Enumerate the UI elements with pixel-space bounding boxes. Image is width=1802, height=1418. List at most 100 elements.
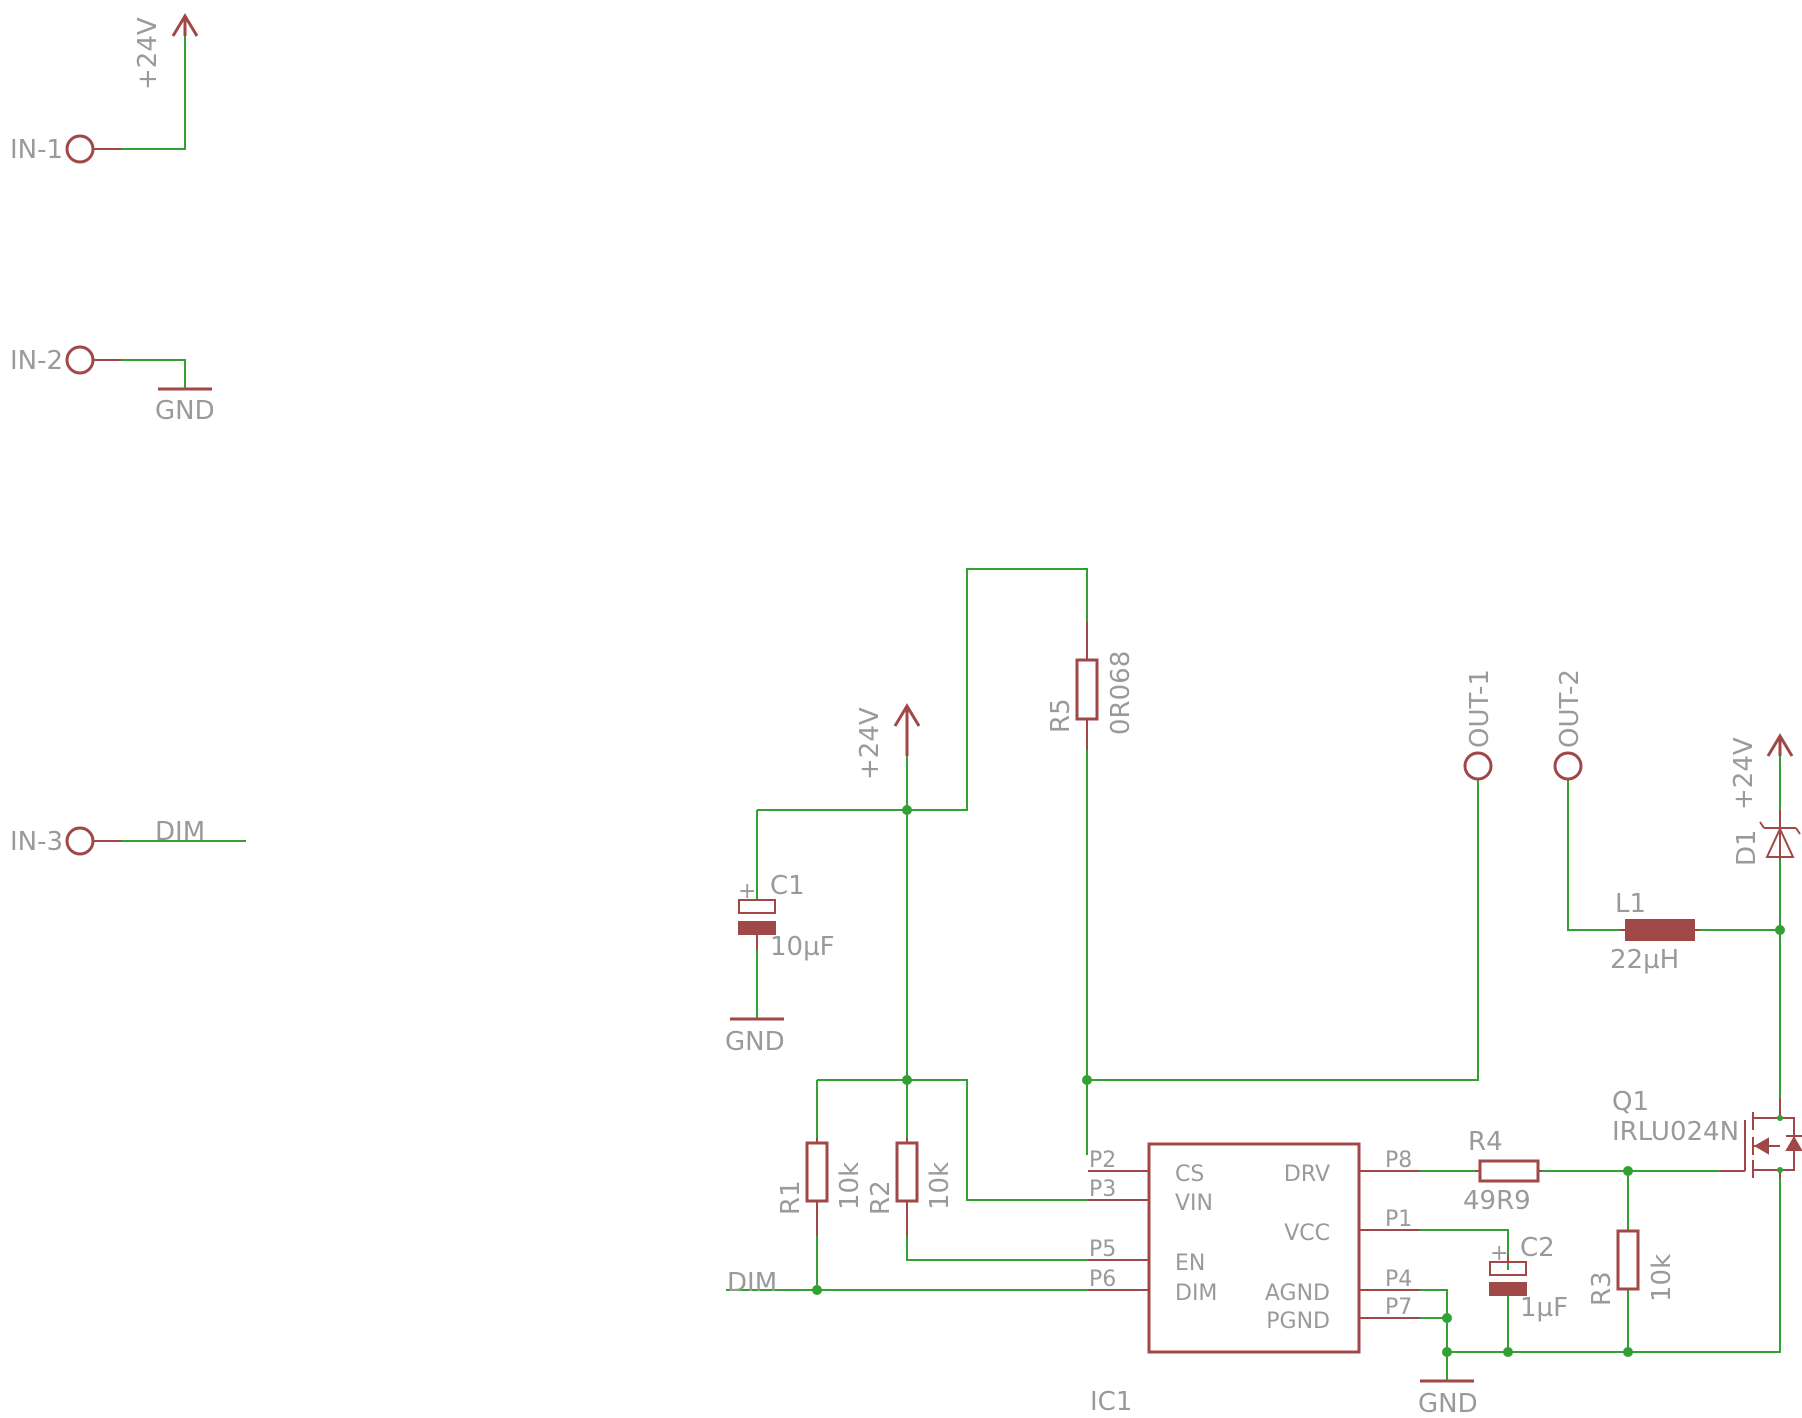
l1-body [1625, 919, 1695, 941]
r1-value: 10k [835, 1162, 865, 1210]
q1-value: IRLU024N [1612, 1117, 1739, 1147]
out-1-terminal [1463, 751, 1493, 781]
in-1-supply-label: +24V [133, 17, 163, 90]
c1-plus: + [738, 879, 756, 904]
l1-value: 22µH [1610, 945, 1679, 975]
inductor-l1: L1 22µH [1610, 889, 1700, 975]
ic1-pin-number: P6 [1089, 1267, 1116, 1292]
in-3-label: IN-3 [10, 827, 63, 857]
junctions [812, 805, 1785, 1357]
junction-dot [812, 1285, 822, 1295]
in-3-net-label: DIM [155, 817, 205, 847]
junction-dot [1623, 1347, 1633, 1357]
r4-name: R4 [1468, 1127, 1503, 1157]
ic1-pin-signal: VIN [1175, 1191, 1213, 1216]
resistor-r5: R5 0R068 [1046, 622, 1136, 750]
in-2-ground-label: GND [155, 396, 215, 426]
resistor-r3: R3 10k [1587, 1229, 1677, 1306]
connector-in-1: IN-1 +24V [10, 13, 199, 165]
ic-ground-symbol: GND [1418, 1379, 1478, 1418]
r3-name: R3 [1587, 1271, 1617, 1306]
c2-value: 1µF [1520, 1293, 1568, 1323]
q1-name: Q1 [1612, 1087, 1649, 1117]
ic1-pin-number: P7 [1385, 1295, 1412, 1320]
in-2-terminal [65, 345, 95, 375]
capacitor-c1: + C1 10µF [738, 871, 835, 962]
supply-arrow-icon [893, 703, 921, 756]
ic1-pin-number: P4 [1385, 1267, 1412, 1292]
c1-plate [738, 899, 776, 914]
in-1-wire [122, 36, 186, 150]
vin-wire [817, 1079, 1088, 1201]
junction-dot [1775, 925, 1785, 935]
c1-value: 10µF [770, 932, 835, 962]
ground-rail-wire [1447, 1175, 1781, 1353]
d1-name: D1 [1732, 829, 1762, 866]
r4-body [1478, 1159, 1540, 1183]
c2-name: C2 [1520, 1233, 1555, 1263]
supply-arrow-icon [1766, 733, 1794, 757]
r3-body [1616, 1229, 1640, 1291]
en-wire [906, 1236, 1088, 1261]
l1-name: L1 [1615, 889, 1646, 919]
q1-arrow [1754, 1137, 1769, 1155]
junction-dot [1442, 1313, 1452, 1323]
r2-name: R2 [866, 1180, 896, 1215]
d1-body [1765, 826, 1795, 858]
ic1-pin-number: P2 [1089, 1148, 1116, 1173]
ic1-pin-signal: DIM [1175, 1281, 1217, 1306]
out-2-terminal [1553, 751, 1583, 781]
c1-name: C1 [770, 871, 805, 901]
junction-dot [1442, 1347, 1452, 1357]
in-3-terminal [65, 826, 95, 856]
junction-dot [1623, 1166, 1633, 1176]
mosfet-q1: Q1 IRLU024N [1612, 1087, 1802, 1178]
c2-plate [1489, 1261, 1527, 1276]
dim-net-label: DIM [727, 1268, 777, 1298]
ic1-pin-signal: VCC [1284, 1221, 1330, 1246]
vcc-wire [1360, 1229, 1509, 1270]
resistor-r4: R4 49R9 [1463, 1127, 1542, 1216]
out-2-wire [1567, 780, 1620, 931]
diode-supply-symbol: +24V [1729, 733, 1794, 810]
in-1-label: IN-1 [10, 135, 63, 165]
ic1: P2 P3 P5 P6 CS VIN EN DIM P8 P1 P4 P7 DR… [1088, 1142, 1420, 1417]
r1-name: R1 [776, 1180, 806, 1215]
r3-value: 10k [1647, 1254, 1677, 1302]
ic1-body [1147, 1142, 1361, 1354]
c2-plus: + [1490, 1241, 1508, 1266]
r2-value: 10k [925, 1162, 955, 1210]
c1-ground-symbol: GND [725, 1017, 785, 1057]
ic1-pin-number: P1 [1385, 1207, 1412, 1232]
d1-cathode-bar [1759, 821, 1801, 835]
connector-out-2: OUT-2 [1553, 669, 1585, 781]
junction-dot [902, 1075, 912, 1085]
out-1-wire [1087, 780, 1479, 1081]
junction-dot [902, 805, 912, 815]
ic1-pin-signal: PGND [1266, 1309, 1330, 1334]
out-1-label: OUT-1 [1465, 669, 1495, 748]
ic1-pin-signal: AGND [1265, 1281, 1330, 1306]
junction-dot [1082, 1075, 1092, 1085]
resistor-r1: R1 10k [776, 1138, 865, 1236]
c1-ground-label: GND [725, 1027, 785, 1057]
ic1-pin-signal: CS [1175, 1162, 1204, 1187]
in-2-wire [122, 359, 186, 388]
supply-to-r5-wire [757, 568, 1088, 811]
connector-in-3: IN-3 DIM [10, 817, 246, 857]
ic1-pin-number: P8 [1385, 1148, 1412, 1173]
in-1-terminal [65, 134, 95, 164]
main-supply-symbol: +24V [855, 703, 921, 780]
junction-dot [1503, 1347, 1513, 1357]
ic1-pin-number: P5 [1089, 1237, 1116, 1262]
supply-arrow-icon [171, 13, 199, 37]
ic-ground-label: GND [1418, 1389, 1478, 1418]
ic1-pin-signal: DRV [1284, 1162, 1330, 1187]
out-2-label: OUT-2 [1555, 669, 1585, 748]
q1-diode-arrow [1785, 1136, 1802, 1151]
wires [726, 568, 1781, 1380]
main-supply-label: +24V [855, 707, 885, 780]
r1-body [805, 1141, 829, 1203]
in-2-label: IN-2 [10, 346, 63, 376]
